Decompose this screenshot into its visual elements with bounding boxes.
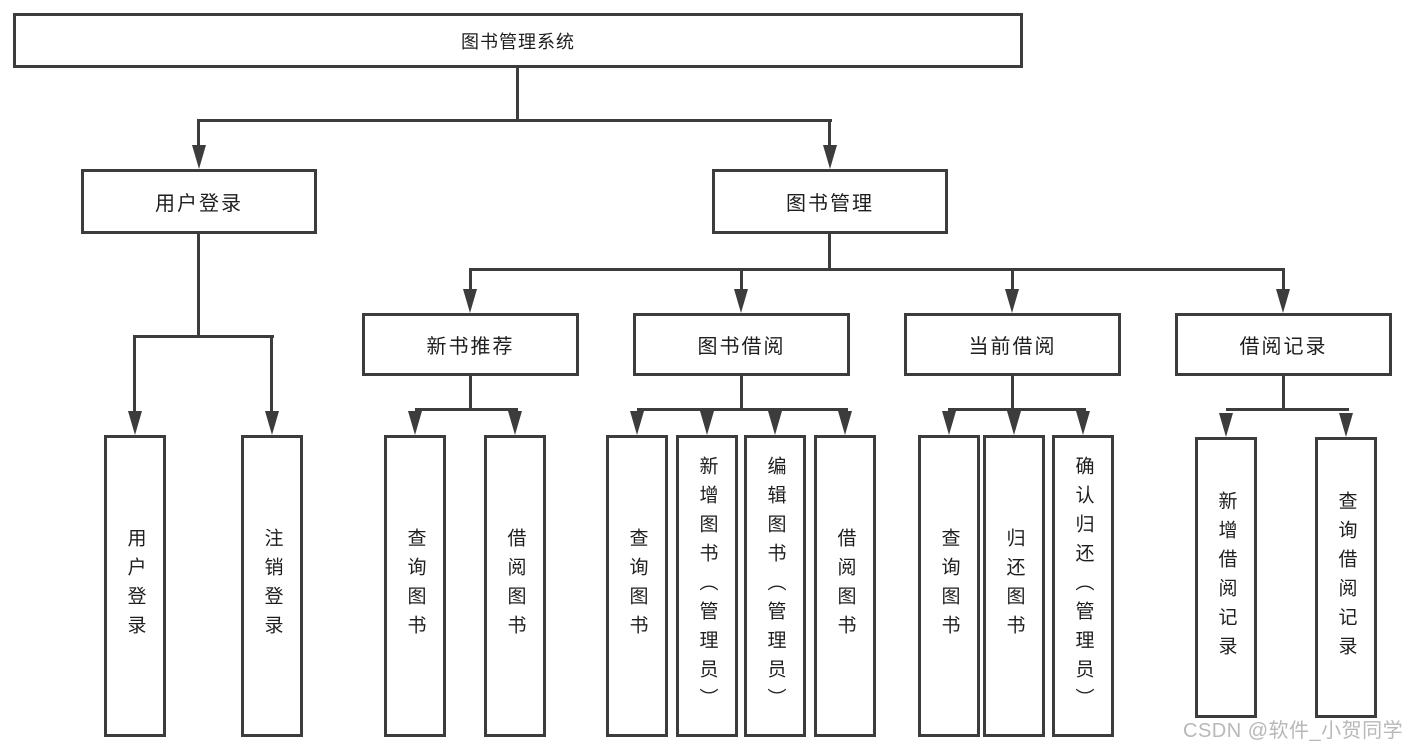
arrow-down-icon [463, 289, 477, 313]
connector-leaves-bar [637, 408, 848, 411]
connector-stem [740, 268, 743, 291]
connector-user-branch-stub [197, 233, 200, 335]
arrow-down-icon [128, 411, 142, 435]
node-borrowing-records: 借阅记录 [1175, 313, 1392, 376]
connector-user-leaves-bar [133, 335, 274, 338]
leaf-query-books-current: 查询图书 [918, 435, 980, 737]
leaf-borrow-books: 借阅图书 [814, 435, 876, 737]
leaf-borrow-books-recommend: 借阅图书 [484, 435, 546, 737]
arrow-down-icon [1339, 413, 1353, 437]
leaf-add-borrow-record: 新增借阅记录 [1195, 437, 1257, 718]
leaf-query-books-borrowing: 查询图书 [606, 435, 668, 737]
node-book-management-branch: 图书管理 [712, 169, 948, 234]
arrow-down-icon [1005, 289, 1019, 313]
connector-module-stub [1011, 374, 1014, 408]
arrow-down-icon [1276, 289, 1290, 313]
leaf-return-books: 归还图书 [983, 435, 1045, 737]
connector-leaves-bar [415, 408, 518, 411]
arrow-down-icon [508, 411, 522, 435]
connector-stem [1282, 268, 1285, 291]
leaf-logout: 注销登录 [241, 435, 303, 737]
arrow-down-icon [700, 411, 714, 435]
node-current-borrowing: 当前借阅 [904, 313, 1121, 376]
connector-module-stub [1282, 374, 1285, 408]
arrow-down-icon [823, 145, 837, 169]
connector-stem [133, 335, 136, 411]
arrow-down-icon [630, 411, 644, 435]
leaf-edit-books-admin: 编辑图书（管理员） [744, 435, 806, 737]
leaf-query-books-recommend: 查询图书 [384, 435, 446, 737]
arrow-down-icon [265, 411, 279, 435]
node-new-book-recommendation: 新书推荐 [362, 313, 579, 376]
arrow-down-icon [1007, 411, 1021, 435]
csdn-watermark: CSDN @软件_小贺同学 [1183, 720, 1404, 742]
connector-stem [469, 268, 472, 291]
connector-module-stub [740, 374, 743, 408]
connector-user-stem [197, 119, 200, 147]
node-root-library-system: 图书管理系统 [13, 13, 1023, 68]
arrow-down-icon [1219, 413, 1233, 437]
leaf-add-books-admin: 新增图书（管理员） [676, 435, 738, 737]
arrow-down-icon [408, 411, 422, 435]
arrow-down-icon [768, 411, 782, 435]
connector-book-branch-stub [828, 233, 831, 268]
connector-level3-bar [469, 268, 1285, 271]
arrow-down-icon [1076, 411, 1090, 435]
leaf-user-login: 用户登录 [104, 435, 166, 737]
node-user-login-branch: 用户登录 [81, 169, 317, 234]
arrow-down-icon [838, 411, 852, 435]
node-book-borrowing: 图书借阅 [633, 313, 850, 376]
connector-book-stem [828, 119, 831, 147]
connector-stem [270, 335, 273, 411]
arrow-down-icon [942, 411, 956, 435]
connector-root-stub [516, 67, 519, 119]
connector-stem [1011, 268, 1014, 291]
connector-level2-bar [197, 119, 832, 122]
leaf-query-borrow-record: 查询借阅记录 [1315, 437, 1377, 718]
arrow-down-icon [734, 289, 748, 313]
connector-module-stub [469, 374, 472, 408]
leaf-confirm-return-admin: 确认归还（管理员） [1052, 435, 1114, 737]
connector-leaves-bar [1226, 408, 1349, 411]
connector-leaves-bar [948, 408, 1086, 411]
arrow-down-icon [192, 145, 206, 169]
